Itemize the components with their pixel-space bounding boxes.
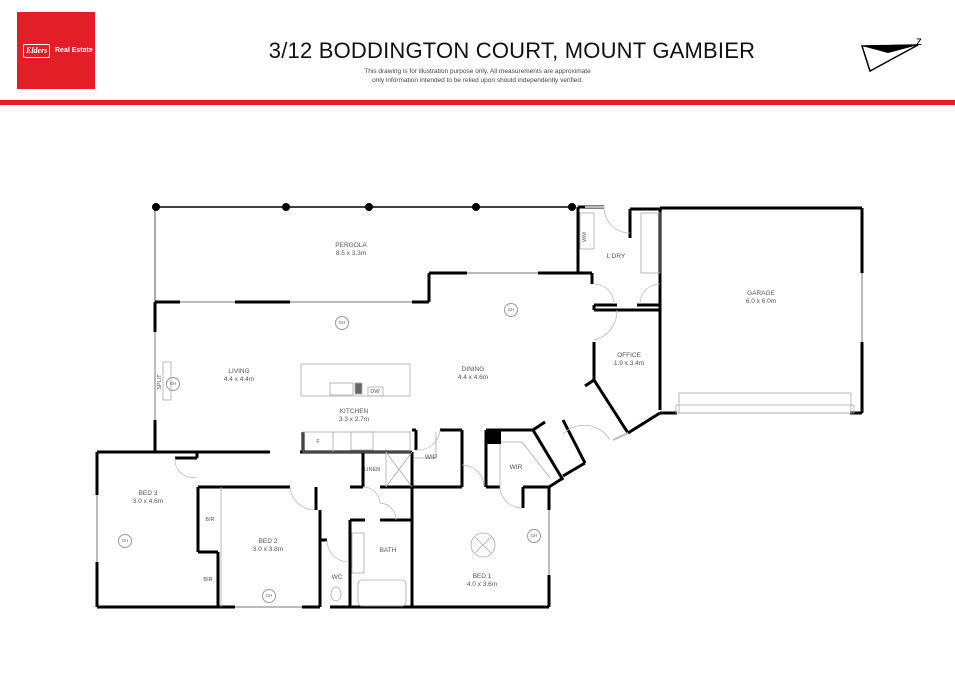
dishwasher-label: DW [370, 389, 380, 395]
room-bed1: BED 1 4.0 x 3.6m [467, 573, 497, 589]
disclaimer-line-1: This drawing is for illustration purpose… [364, 68, 591, 75]
built-in-robe-label: BIR [205, 517, 215, 523]
north-arrow-icon: z [860, 34, 922, 73]
room-pergola: PERGOLA 8.5 x 3.3m [335, 242, 366, 258]
room-bed2: BED 2 3.0 x 3.8m [253, 538, 283, 554]
room-name: GARAGE [747, 290, 775, 297]
disclaimer: This drawing is for illustration purpose… [0, 68, 955, 85]
room-living: LIVING 4.4 x 4.4m [224, 368, 254, 384]
room-size: 1.9 x 3.4m [613, 360, 645, 367]
room-size: 4.4 x 4.6m [457, 374, 489, 381]
gas-heater-icon: GH [118, 534, 132, 548]
room-garage: GARAGE 6.0 x 6.0m [746, 290, 776, 306]
washing-machine-label: WM [582, 232, 588, 242]
split-system-label: SPLIT [157, 374, 163, 390]
room-size: 8.5 x 3.3m [335, 250, 367, 257]
fridge-label: F [316, 439, 320, 445]
header-divider [0, 100, 955, 105]
room-office: OFFICE 1.9 x 3.4m [614, 352, 644, 368]
elders-logo: Elders Real Estate [17, 12, 95, 89]
gas-heater-icon: GH [504, 303, 518, 317]
room-bath: BATH [380, 547, 397, 555]
room-size: 3.3 x 2.7m [338, 416, 370, 423]
room-name: WIR [509, 464, 523, 471]
room-wir: WIR [510, 464, 523, 472]
room-name: WC [331, 574, 343, 581]
room-size: 4.0 x 3.6m [466, 581, 498, 588]
room-wip: WIP [425, 454, 437, 462]
room-name: L'DRY [606, 253, 626, 260]
room-name: KITCHEN [339, 408, 369, 415]
room-name: BATH [379, 547, 397, 554]
disclaimer-line-2: only information intended to be relied u… [372, 76, 583, 84]
room-size: 3.0 x 4.6m [132, 498, 164, 505]
gas-heater-icon: GH [335, 316, 349, 330]
room-laundry: L'DRY [607, 253, 625, 261]
gas-heater-icon: GH [527, 529, 541, 543]
room-name: PERGOLA [335, 242, 367, 249]
room-dining: DINING 4.4 x 4.6m [458, 366, 488, 382]
room-name: OFFICE [617, 352, 641, 359]
svg-text:z: z [916, 34, 922, 48]
gas-heater-icon: GH [262, 589, 276, 603]
room-name: BED 2 [258, 538, 278, 545]
logo-brand: Elders [23, 44, 51, 58]
room-name: LIVING [228, 368, 250, 375]
room-size: 3.0 x 3.8m [252, 546, 284, 553]
gas-heater-icon: GH [166, 377, 180, 391]
room-bed3: BED 3 3.0 x 4.6m [133, 490, 163, 506]
room-name: DINING [461, 366, 485, 373]
room-name: BED 1 [472, 573, 492, 580]
logo-suffix: Real Estate [55, 47, 93, 54]
room-size: 6.0 x 6.0m [745, 298, 777, 305]
room-name: WIP [424, 454, 438, 461]
room-kitchen: KITCHEN 3.3 x 2.7m [339, 408, 369, 424]
room-name: BED 3 [138, 490, 158, 497]
room-wc: WC [332, 574, 343, 582]
room-size: 4.4 x 4.4m [223, 376, 255, 383]
room-linen: LINEN [363, 467, 381, 473]
built-in-robe-label: BIR [203, 577, 213, 583]
property-title: 3/12 BODDINGTON COURT, MOUNT GAMBIER [268, 38, 756, 63]
